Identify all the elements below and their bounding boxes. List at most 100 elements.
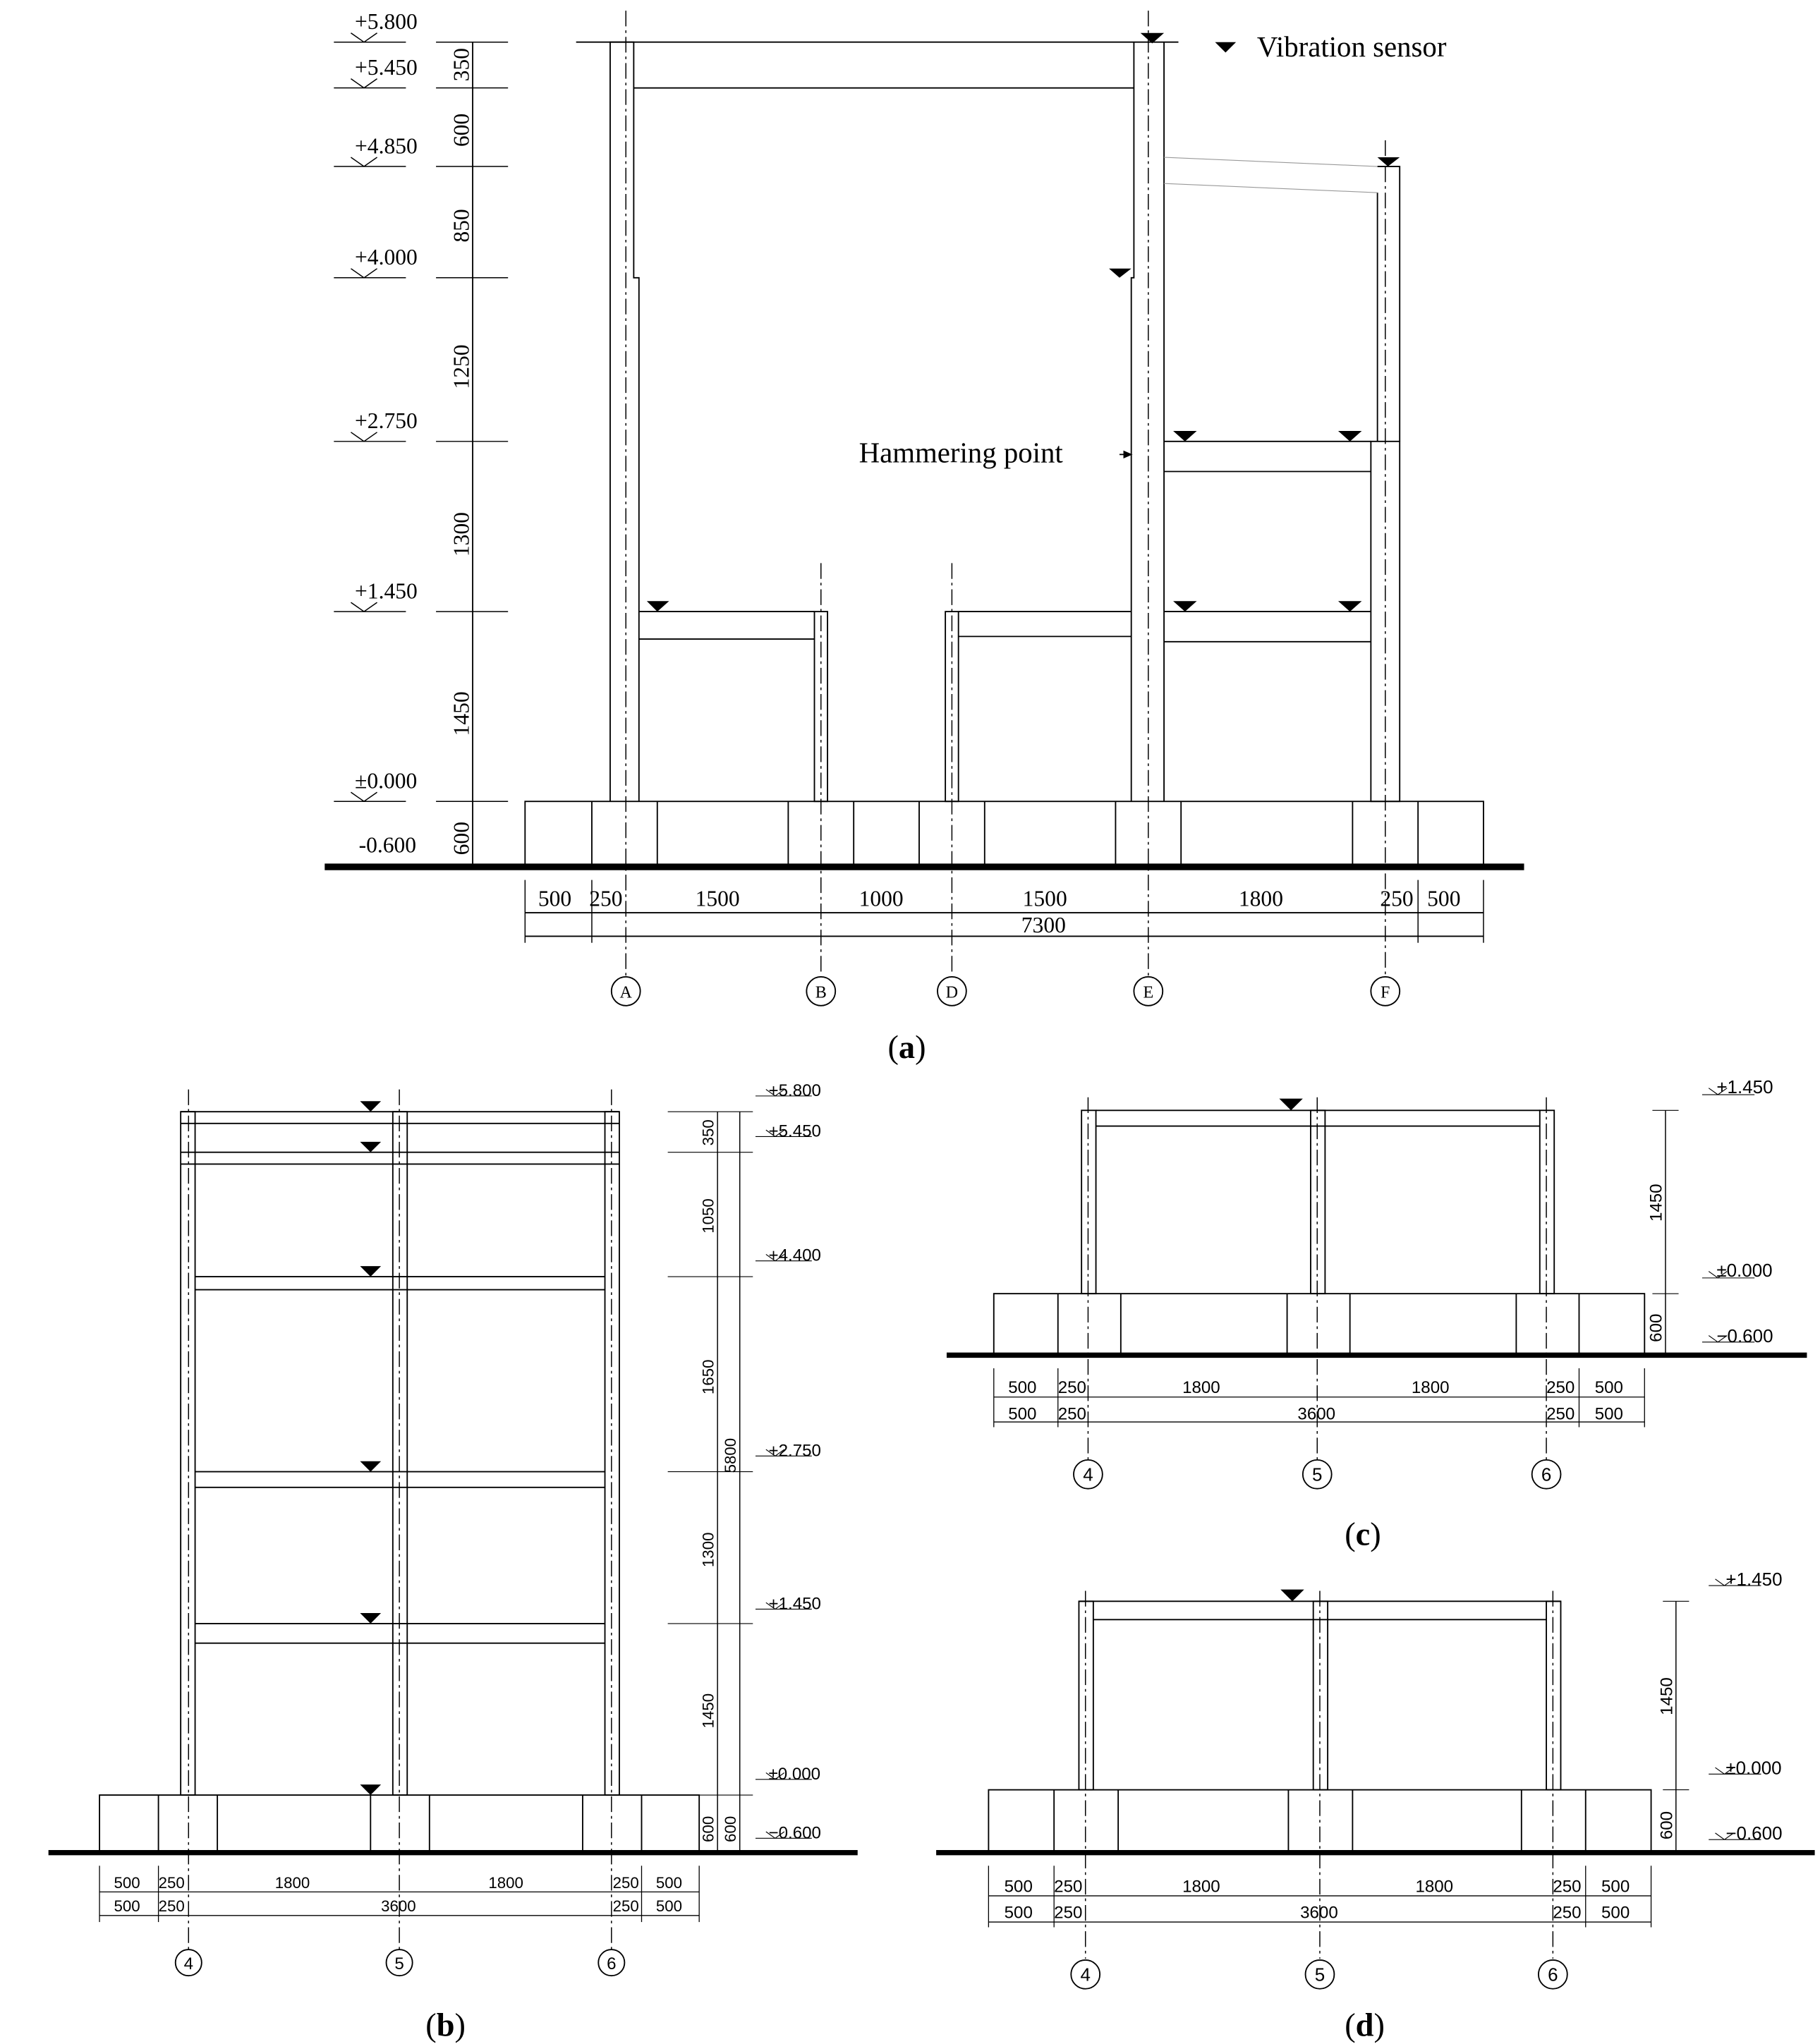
span-dim: 1500 (1023, 887, 1067, 911)
column-6 (1546, 1600, 1562, 1791)
total-height-dim: 5800 (722, 1438, 739, 1473)
height-dim: 600 (449, 114, 473, 147)
elevation-label: -0.600 (359, 833, 417, 858)
span-dim: 500 (1601, 1904, 1630, 1923)
span-dim: 500 (114, 1897, 140, 1915)
span-dim: 1800 (488, 1874, 523, 1892)
axis-bubble-4 (1073, 1459, 1103, 1490)
axis-label: E (1143, 984, 1153, 1002)
sensor-icon (1173, 430, 1197, 442)
axis-bubble-6 (1538, 1959, 1568, 1990)
height-dim: 1300 (449, 512, 473, 556)
height-dim: 600 (1646, 1314, 1666, 1342)
axis-bubble-5 (1304, 1959, 1335, 1990)
span-dim: 500 (656, 1897, 682, 1915)
height-dim: 1050 (700, 1198, 717, 1234)
elevation-label: +1.450 (355, 579, 418, 604)
span-dim: 1800 (1182, 1877, 1220, 1896)
elevation-label: ±0.000 (355, 769, 417, 793)
axis-bubble-4 (174, 1949, 202, 1977)
elevation-label: +4.000 (355, 245, 418, 269)
height-dim: 350 (700, 1119, 717, 1145)
height-dim: 600 (700, 1816, 717, 1842)
span-dim: 1800 (1182, 1378, 1220, 1397)
span-dim: 250 (1054, 1904, 1082, 1923)
sensors-d (1280, 1589, 1304, 1602)
column-6 (604, 1111, 620, 1796)
height-dim: 1650 (700, 1360, 717, 1395)
span-dim: 3600 (381, 1897, 416, 1915)
span-dim: 500 (656, 1874, 682, 1892)
height-dim: 350 (449, 48, 473, 81)
axis-label: 4 (1083, 1464, 1093, 1485)
span-dim: 250 (1054, 1877, 1082, 1896)
column-5 (1310, 1109, 1326, 1295)
height-dim: 600 (1657, 1811, 1676, 1839)
elevation-label: +4.400 (769, 1246, 821, 1265)
foundation-a (524, 801, 1484, 868)
axis-label: 5 (394, 1954, 404, 1973)
span-dim: 250 (159, 1874, 185, 1892)
span-dim: 250 (1546, 1404, 1575, 1423)
sensor-icon (1279, 1098, 1303, 1111)
elevation-label: +1.450 (1716, 1076, 1773, 1097)
span-dim: 500 (1005, 1877, 1033, 1896)
figure-a (324, 11, 1524, 1006)
axis-bubble-6 (1531, 1459, 1562, 1490)
span-dim: 250 (613, 1897, 639, 1915)
span-dim: 250 (1553, 1877, 1581, 1896)
elevation-label: +2.750 (769, 1441, 821, 1460)
axis-bubble-4 (1070, 1959, 1101, 1990)
sensor-icon (1173, 601, 1197, 612)
elevation-label: −0.600 (1725, 1823, 1782, 1844)
sensor-icon (360, 1101, 382, 1112)
legend-sensor-icon (1215, 42, 1237, 53)
height-dim: 1450 (1657, 1677, 1676, 1715)
sensor-icon (1280, 1589, 1304, 1602)
sensor-icon (1140, 32, 1165, 44)
figure-b (48, 1089, 858, 1977)
sensor-icon (646, 601, 669, 612)
elevation-label: +5.800 (355, 9, 418, 34)
span-dim: 500 (1008, 1404, 1036, 1423)
sensor-icon (360, 1784, 382, 1796)
figure-d (936, 1578, 1815, 1990)
figure-label-b: (b) (425, 2008, 466, 2044)
span-dim: 1800 (1415, 1877, 1453, 1896)
sensor-icon (360, 1613, 382, 1624)
total-span-dim: 7300 (1021, 913, 1066, 937)
axis-label: 6 (607, 1954, 616, 1973)
span-dim: 250 (589, 887, 622, 911)
column-4 (180, 1111, 196, 1796)
axis-bubble-d (937, 976, 967, 1006)
axis-bubble-f (1370, 976, 1401, 1006)
elevation-label: +5.800 (769, 1081, 821, 1100)
axis-label: 6 (1541, 1464, 1551, 1485)
axis-bubble-6 (597, 1949, 626, 1977)
span-dim: 250 (1546, 1378, 1575, 1397)
span-dim: 1000 (859, 887, 904, 911)
span-dim: 3600 (1300, 1904, 1338, 1923)
column-e (1130, 42, 1165, 802)
elevation-label: +2.750 (355, 408, 418, 433)
figure-label-c: (c) (1345, 1517, 1381, 1553)
span-dim: 500 (1595, 1378, 1623, 1397)
axis-label: B (815, 984, 827, 1002)
foundation-c (993, 1293, 1646, 1356)
elevation-label: ±0.000 (1716, 1260, 1772, 1281)
elevation-label: ±0.000 (769, 1765, 821, 1784)
sensor-icon (1337, 601, 1362, 612)
column-5 (392, 1111, 408, 1796)
sensor-icon (1337, 430, 1362, 442)
elevation-label: +5.450 (769, 1121, 821, 1140)
span-dim: 3600 (1297, 1404, 1335, 1423)
elevation-label: ±0.000 (1725, 1757, 1781, 1778)
figure-label-a: (a) (887, 1030, 926, 1066)
height-dim: 600 (449, 822, 473, 855)
span-dim: 500 (1601, 1877, 1630, 1896)
column-5 (1312, 1600, 1329, 1791)
span-dim: 250 (1058, 1378, 1086, 1397)
column-4 (1078, 1600, 1094, 1791)
elevation-label: +4.850 (355, 133, 418, 158)
